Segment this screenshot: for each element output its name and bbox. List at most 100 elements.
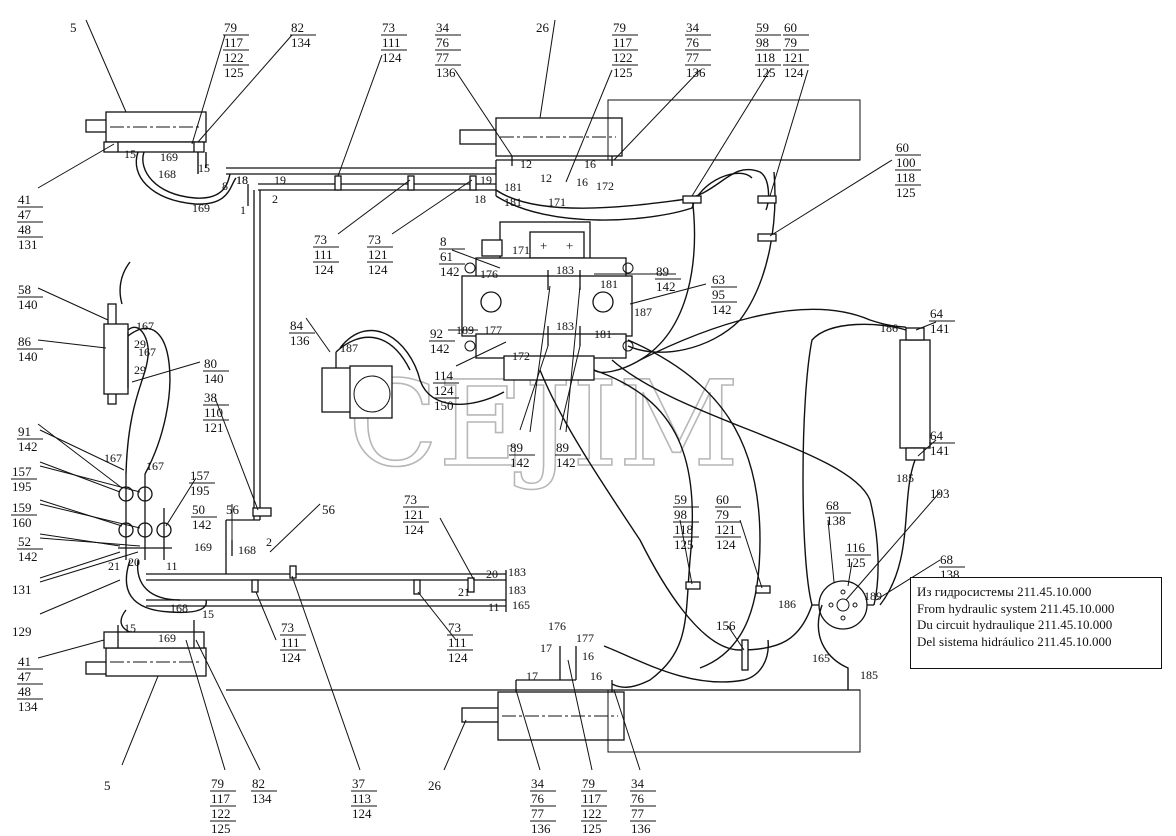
point-label: 177 (484, 323, 502, 337)
point-label: 18 (236, 173, 248, 187)
callout-number: 68 (826, 498, 839, 513)
callout-number: 26 (428, 778, 442, 793)
callout-number: 140 (18, 349, 38, 364)
filter (899, 327, 931, 461)
callout-number: 59 (756, 20, 769, 35)
callout-number: 79 (613, 20, 626, 35)
callout-number: 136 (290, 333, 310, 348)
point-label: 21 (108, 559, 120, 573)
callout-number: 142 (556, 455, 576, 470)
callout-number: 142 (440, 264, 460, 279)
callout-number: 117 (224, 35, 244, 50)
point-label: 18 (236, 173, 248, 187)
point-label: 186 (778, 597, 796, 611)
callout-number: 79 (224, 20, 237, 35)
callout-number: 64 (930, 428, 944, 443)
callout-number: 118 (756, 50, 775, 65)
callout-number: 76 (436, 35, 450, 50)
control-cylinder-left (103, 303, 129, 405)
point-label: 17 (540, 641, 552, 655)
callout-number: 134 (18, 699, 38, 714)
callout-number: 116 (846, 540, 866, 555)
point-label: 172 (512, 349, 530, 363)
callout-number: 89 (510, 440, 523, 455)
callout-number: 79 (582, 776, 595, 791)
callout-number: 134 (252, 791, 272, 806)
point-label: 17 (526, 669, 538, 683)
callout-number: 121 (204, 420, 224, 435)
callout-number: 160 (12, 515, 32, 530)
callout-number: 195 (12, 479, 32, 494)
callout-number: 141 (930, 321, 950, 336)
callout-number: 68 (940, 552, 953, 567)
callout-number: 124 (716, 537, 736, 552)
point-label: 12 (540, 171, 552, 185)
callout-number: 47 (18, 669, 32, 684)
legend-line-es: Del sistema hidráulico 211.45.10.000 (917, 633, 1112, 649)
point-label: 171 (512, 243, 530, 257)
callout-number: 92 (430, 326, 443, 341)
legend-line-ru: Из гидросистемы 211.45.10.000 (917, 584, 1092, 599)
leader-lines (37, 19, 941, 771)
point-label: 186 (880, 321, 898, 335)
callout-number: 125 (211, 821, 231, 836)
callout-c50: 5 (104, 778, 111, 793)
callout-number: 122 (613, 50, 633, 65)
callout-number: 76 (531, 791, 545, 806)
callout-number: 111 (314, 247, 333, 262)
callout-number: 86 (18, 334, 32, 349)
point-label: 16 (584, 157, 596, 171)
callout-number: 34 (631, 776, 645, 791)
flexible-hoses (119, 151, 916, 690)
point-label: 168 (170, 601, 188, 615)
callout-number: 59 (674, 492, 687, 507)
callout-number: 140 (18, 297, 38, 312)
callout-c43: 193 (930, 486, 950, 501)
point-label: 169 (192, 201, 210, 215)
point-label: 171 (548, 195, 566, 209)
callout-number: 142 (510, 455, 530, 470)
point-label: 176 (548, 619, 566, 633)
callout-number: 138 (826, 513, 846, 528)
callout-number: 48 (18, 222, 31, 237)
callout-number: 60 (716, 492, 729, 507)
callout-number: 124 (404, 522, 424, 537)
callout-number: 73 (314, 232, 327, 247)
point-label: 169 (158, 631, 176, 645)
point-label: 11 (488, 600, 500, 614)
callout-c36: 56 (322, 502, 336, 517)
callout-number: 157 (190, 468, 210, 483)
callout-number: 111 (281, 635, 300, 650)
callout-number: 142 (656, 279, 676, 294)
callout-number: 82 (291, 20, 304, 35)
callout-number: 125 (756, 65, 776, 80)
callout-number: 117 (582, 791, 602, 806)
callout-number: 100 (896, 155, 916, 170)
point-label: 11 (166, 559, 178, 573)
callout-number: 156 (716, 618, 736, 633)
point-label: 2 (266, 535, 272, 549)
point-label: 2 (272, 192, 278, 206)
callout-number: 142 (18, 549, 38, 564)
hydraulic-motor (812, 580, 874, 630)
callout-number: 77 (631, 806, 645, 821)
callout-number: 131 (12, 582, 32, 597)
legend-line-fr: Du circuit hydraulique 211.45.10.000 (917, 617, 1113, 632)
